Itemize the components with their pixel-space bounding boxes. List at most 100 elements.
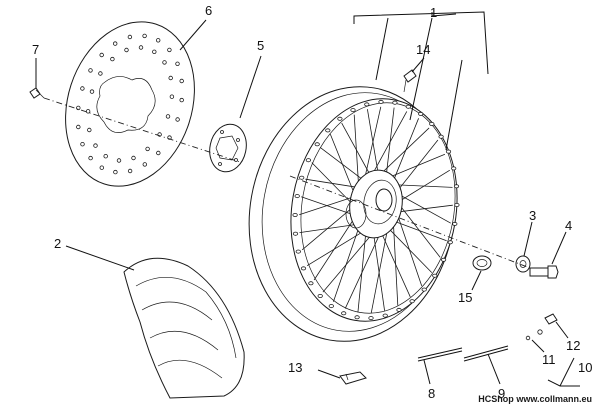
bearing bbox=[472, 255, 492, 271]
disc-hole bbox=[112, 41, 118, 46]
axis-lines bbox=[43, 97, 531, 269]
rim-hole bbox=[445, 149, 452, 154]
rim-hole bbox=[337, 116, 343, 121]
rim-hole bbox=[447, 240, 453, 245]
wheel-spoke bbox=[395, 199, 441, 258]
disc-hole bbox=[80, 86, 85, 91]
disc-hole bbox=[99, 52, 104, 58]
disc-hole bbox=[89, 89, 95, 94]
rim-hole bbox=[295, 249, 301, 254]
disc-hole bbox=[88, 68, 93, 73]
disc-hole bbox=[155, 38, 161, 43]
wheel-spoke bbox=[313, 213, 358, 281]
disc-hole bbox=[113, 169, 118, 175]
wheel-spoke bbox=[322, 229, 376, 293]
valve bbox=[403, 69, 417, 93]
rim-hole bbox=[305, 158, 311, 163]
rim-hole bbox=[292, 212, 298, 217]
watermark-credit: HCShop www.collmann.eu bbox=[478, 394, 592, 404]
rim-hole bbox=[314, 142, 320, 147]
disc-screw bbox=[29, 87, 45, 99]
spoke-nipples bbox=[525, 313, 558, 341]
rim-hole bbox=[452, 221, 458, 226]
rim-hole bbox=[396, 307, 402, 312]
disc-hole bbox=[93, 143, 98, 148]
wheel-spoke bbox=[311, 162, 357, 209]
rim-hole bbox=[438, 134, 444, 139]
label-3: 3 bbox=[529, 208, 536, 223]
disc-hole bbox=[131, 155, 136, 161]
disc-hole bbox=[179, 78, 184, 84]
clip bbox=[339, 371, 367, 385]
rim-hole bbox=[378, 99, 384, 104]
disc-hole bbox=[85, 109, 91, 114]
disc-hole bbox=[167, 47, 172, 53]
wheel-spoke bbox=[369, 111, 408, 180]
wheel-spoke bbox=[353, 114, 360, 191]
rim-hole bbox=[382, 313, 388, 318]
callouts: 1 2 3 4 5 6 7 8 9 10 11 12 13 14 15 bbox=[32, 3, 592, 401]
wheel-spoke bbox=[370, 224, 389, 314]
wheel-spoke bbox=[363, 106, 382, 184]
label-9: 9 bbox=[498, 386, 505, 401]
wheel-spoke bbox=[390, 118, 419, 187]
disc-hole bbox=[99, 165, 104, 170]
rim-hole bbox=[308, 281, 314, 286]
credit-brand: HCShop bbox=[478, 394, 514, 404]
rim-hole bbox=[451, 166, 457, 171]
disc-hole bbox=[179, 97, 184, 103]
rim-hole bbox=[409, 299, 415, 304]
rim-hole bbox=[364, 102, 370, 107]
wheel-spoke bbox=[329, 133, 357, 200]
spoked-wheel bbox=[248, 86, 460, 342]
disc-hole bbox=[142, 162, 147, 167]
rim-hole bbox=[294, 194, 300, 199]
rim-hole bbox=[421, 287, 427, 292]
disc-hole bbox=[116, 158, 122, 163]
rim-hole bbox=[341, 311, 347, 316]
rim-hole bbox=[432, 273, 438, 278]
label-5: 5 bbox=[257, 38, 264, 53]
cush-plate bbox=[209, 123, 247, 173]
disc-hole bbox=[87, 127, 92, 133]
disc-hole bbox=[152, 49, 157, 54]
axle-bolt bbox=[529, 265, 559, 279]
disc-hole bbox=[169, 94, 175, 99]
label-4: 4 bbox=[565, 218, 572, 233]
disc-hole bbox=[88, 155, 93, 161]
rim-hole bbox=[292, 231, 299, 236]
rim-hole bbox=[368, 316, 374, 321]
label-1: 1 bbox=[430, 5, 437, 20]
label-14: 14 bbox=[416, 42, 430, 57]
rim-hole bbox=[354, 315, 360, 320]
disc-hole bbox=[103, 153, 108, 159]
rim-hole bbox=[350, 108, 356, 113]
label-10: 10 bbox=[578, 360, 592, 375]
label-7: 7 bbox=[32, 42, 39, 57]
wheel-spoke bbox=[344, 228, 383, 309]
wheel-spoke bbox=[395, 208, 423, 287]
rim-hole bbox=[392, 100, 398, 105]
disc-hole bbox=[145, 146, 150, 152]
credit-url: www.collmann.eu bbox=[516, 394, 592, 404]
label-12: 12 bbox=[566, 338, 580, 353]
wheel-spoke bbox=[306, 227, 369, 267]
wheel-spoke bbox=[357, 226, 367, 313]
label-6: 6 bbox=[205, 3, 212, 18]
rim-hole bbox=[429, 122, 435, 127]
disc-hole bbox=[142, 33, 147, 39]
disc-hole bbox=[76, 105, 81, 111]
label-8: 8 bbox=[428, 386, 435, 401]
disc-hole bbox=[138, 45, 144, 50]
wheel-spoke bbox=[367, 109, 380, 179]
disc-hole bbox=[156, 150, 161, 156]
washer bbox=[515, 255, 531, 273]
label-2: 2 bbox=[54, 236, 61, 251]
brake-disc bbox=[65, 21, 195, 187]
leader-lines bbox=[35, 11, 580, 387]
wheel-spoke bbox=[385, 107, 395, 182]
wheel-spoke bbox=[395, 169, 451, 204]
label-15: 15 bbox=[458, 290, 472, 305]
